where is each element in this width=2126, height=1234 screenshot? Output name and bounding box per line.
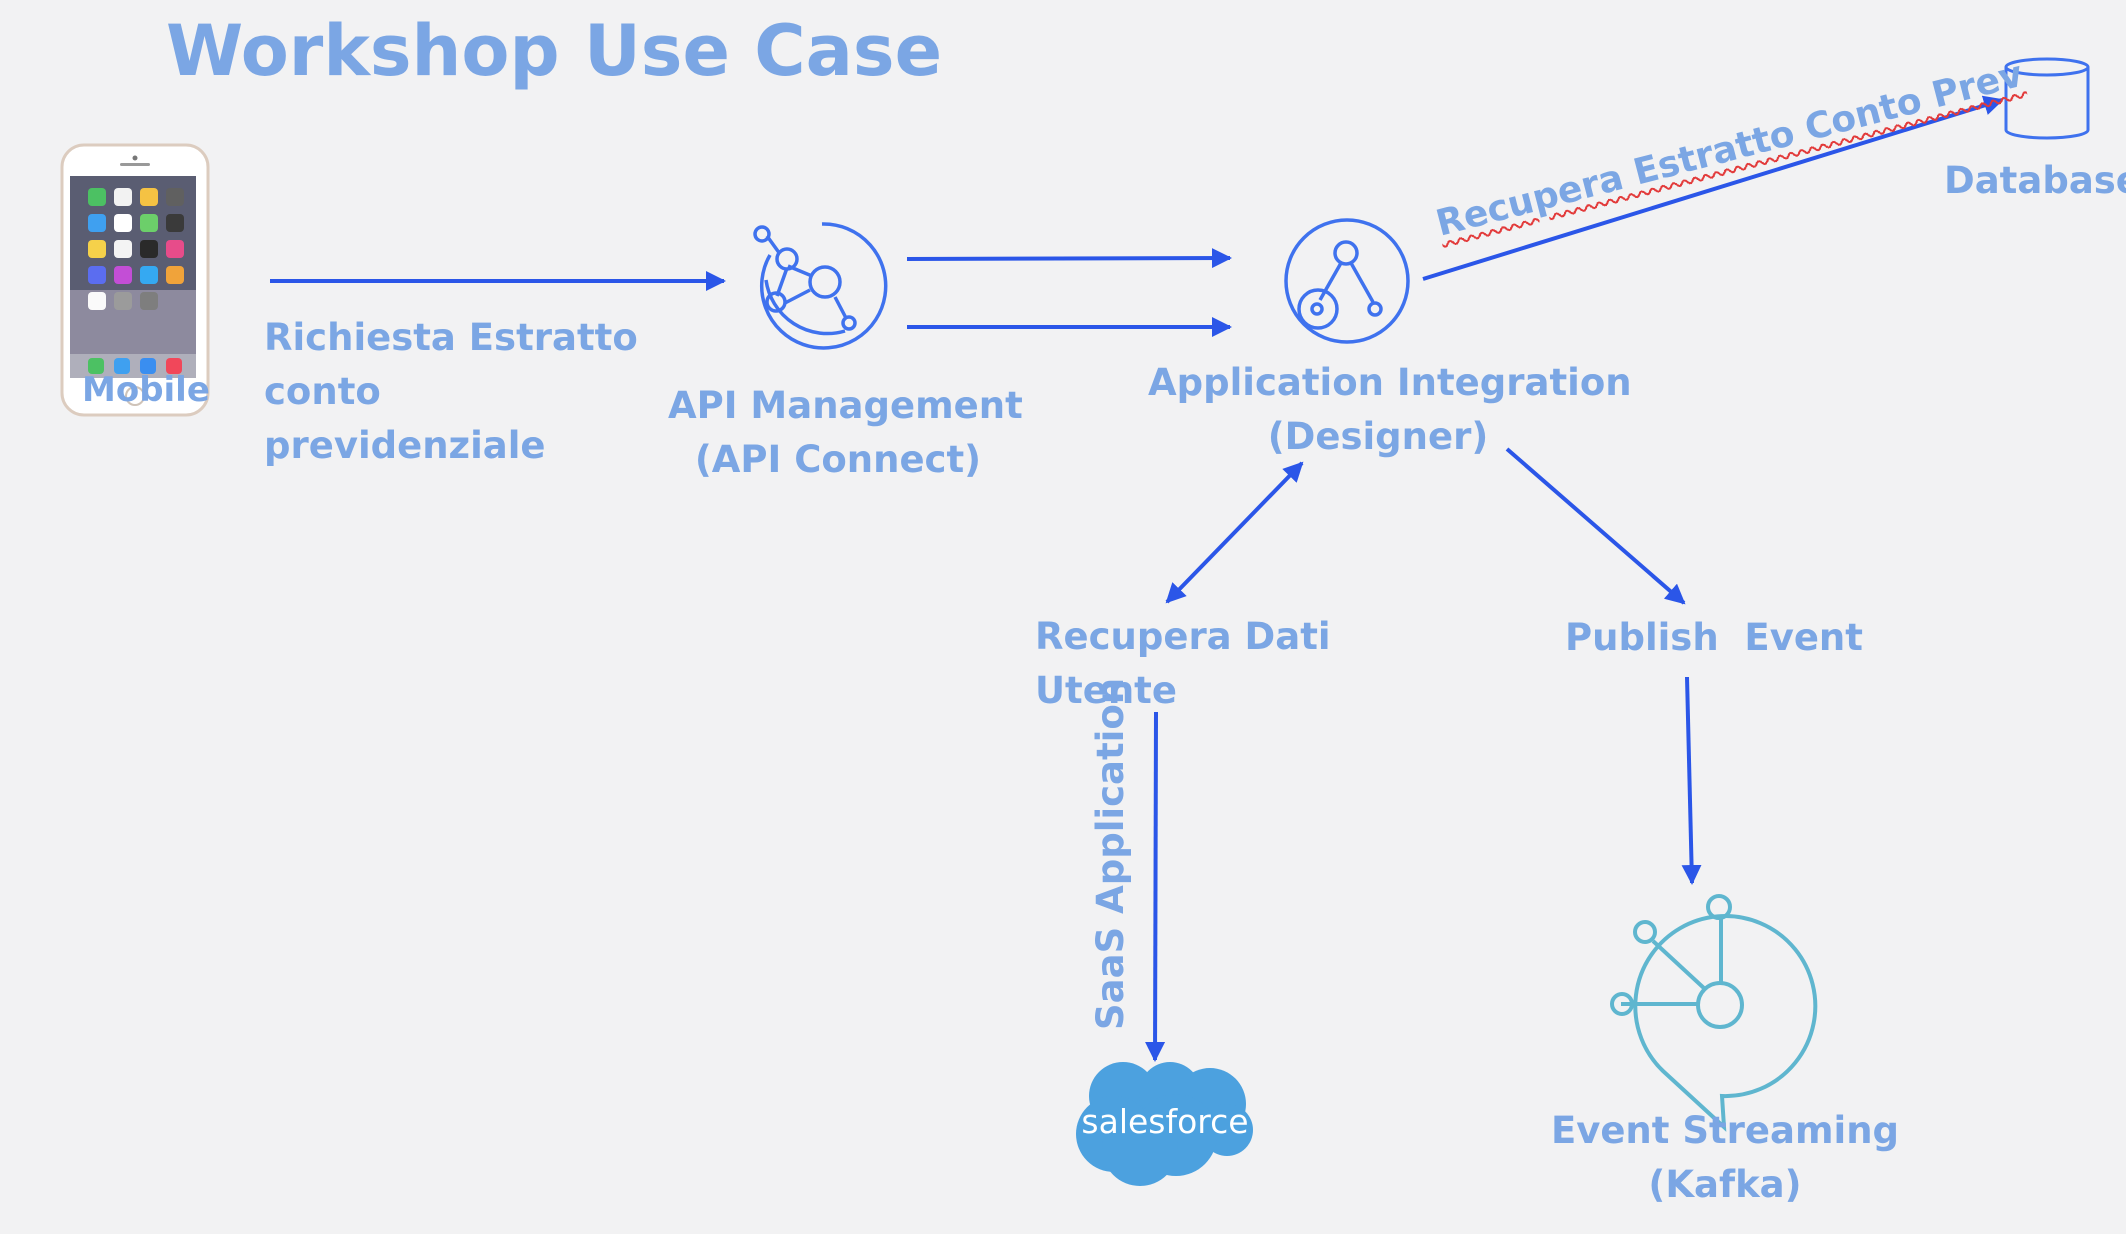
request-label-line-3: previdenziale [264, 424, 546, 467]
api-management-label: API Management (API Connect) [668, 379, 1023, 487]
event-streaming-line-2: (Kafka) [1648, 1163, 1802, 1206]
event-streaming-label: Event Streaming (Kafka) [1525, 1104, 1925, 1212]
arrow-integration-to-database [1422, 95, 2004, 281]
request-label-line-1: Richiesta Estratto [264, 316, 638, 359]
api-management-line-2: (API Connect) [694, 438, 982, 481]
recupera-dati-line-2: Utente [1035, 669, 1177, 712]
recupera-dati-label: Recupera Dati Utente [1035, 610, 1331, 718]
mobile-phone-icon [60, 143, 210, 417]
arrow-publish-to-kafka [1681, 676, 1702, 885]
request-label: Richiesta Estratto conto previdenziale [264, 311, 638, 473]
salesforce-logo-text: salesforce [1081, 1102, 1249, 1141]
page-title: Workshop Use Case [166, 10, 943, 92]
event-streams-icon [1610, 894, 1818, 1132]
api-connect-icon [753, 222, 888, 350]
saas-application-label: SaaS Application [1089, 677, 1132, 1030]
arrow-integration-recupera-dati [1165, 461, 1304, 604]
app-integration-label: Application Integration (Designer) [1148, 356, 1632, 464]
request-label-line-2: conto [264, 370, 381, 413]
app-integration-icon [1284, 218, 1410, 344]
arrow-api-to-integration-1 [906, 248, 1232, 269]
recupera-dati-line-1: Recupera Dati [1035, 615, 1331, 658]
database-label: Database [1944, 159, 2126, 202]
arrow-dati-to-salesforce [1145, 711, 1166, 1062]
app-integration-line-2: (Designer) [1267, 415, 1489, 458]
database-icon [2004, 57, 2090, 140]
arrow-integration-to-publish [1505, 447, 1686, 605]
event-streaming-line-1: Event Streaming [1550, 1109, 1900, 1152]
api-management-line-1: API Management [668, 384, 1023, 427]
mobile-label: Mobile [82, 370, 210, 410]
salesforce-logo-icon [1076, 1062, 1253, 1186]
publish-event-label: Publish Event [1565, 616, 1863, 659]
app-integration-line-1: Application Integration [1148, 361, 1632, 404]
